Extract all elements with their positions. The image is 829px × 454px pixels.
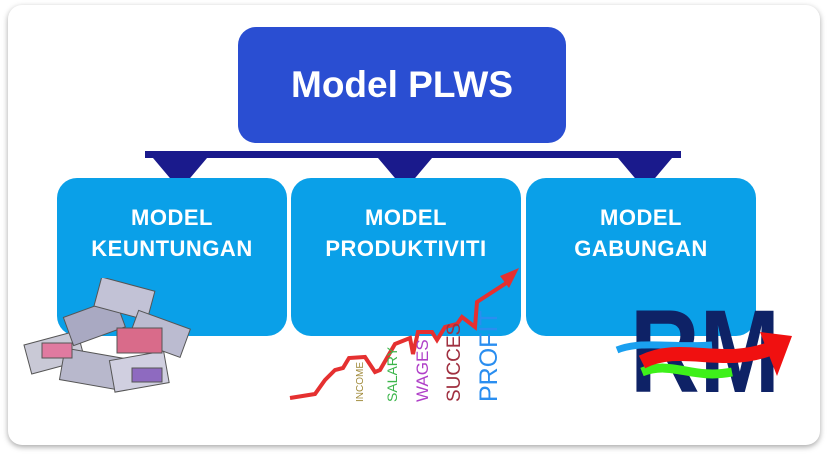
growth-chart-image: INCOME SALARY WAGES SUCCES PROFIT <box>289 268 519 402</box>
word-profit: PROFIT <box>475 310 503 402</box>
box-line1: MODEL <box>365 205 447 230</box>
box-gabungan: MODEL GABUNGAN <box>526 178 756 336</box>
word-income: INCOME <box>355 362 366 402</box>
title-box: Model PLWS <box>238 27 566 143</box>
word-wages: WAGES <box>413 339 432 402</box>
box-line2: PRODUKTIVITI <box>325 236 487 261</box>
box-line1: MODEL <box>600 205 682 230</box>
title: Model PLWS <box>291 64 513 105</box>
rm-logo: RM <box>615 290 792 400</box>
word-salary: SALARY <box>384 346 400 402</box>
box-produktiviti: MODEL PRODUKTIVITI <box>291 178 521 336</box>
money-stack-image <box>23 278 191 393</box>
box-line2: GABUNGAN <box>574 236 708 261</box>
box-line2: KEUNTUNGAN <box>91 236 253 261</box>
connector-bar <box>145 151 681 158</box>
word-succes: SUCCES <box>444 323 465 402</box>
box-line1: MODEL <box>131 205 213 230</box>
